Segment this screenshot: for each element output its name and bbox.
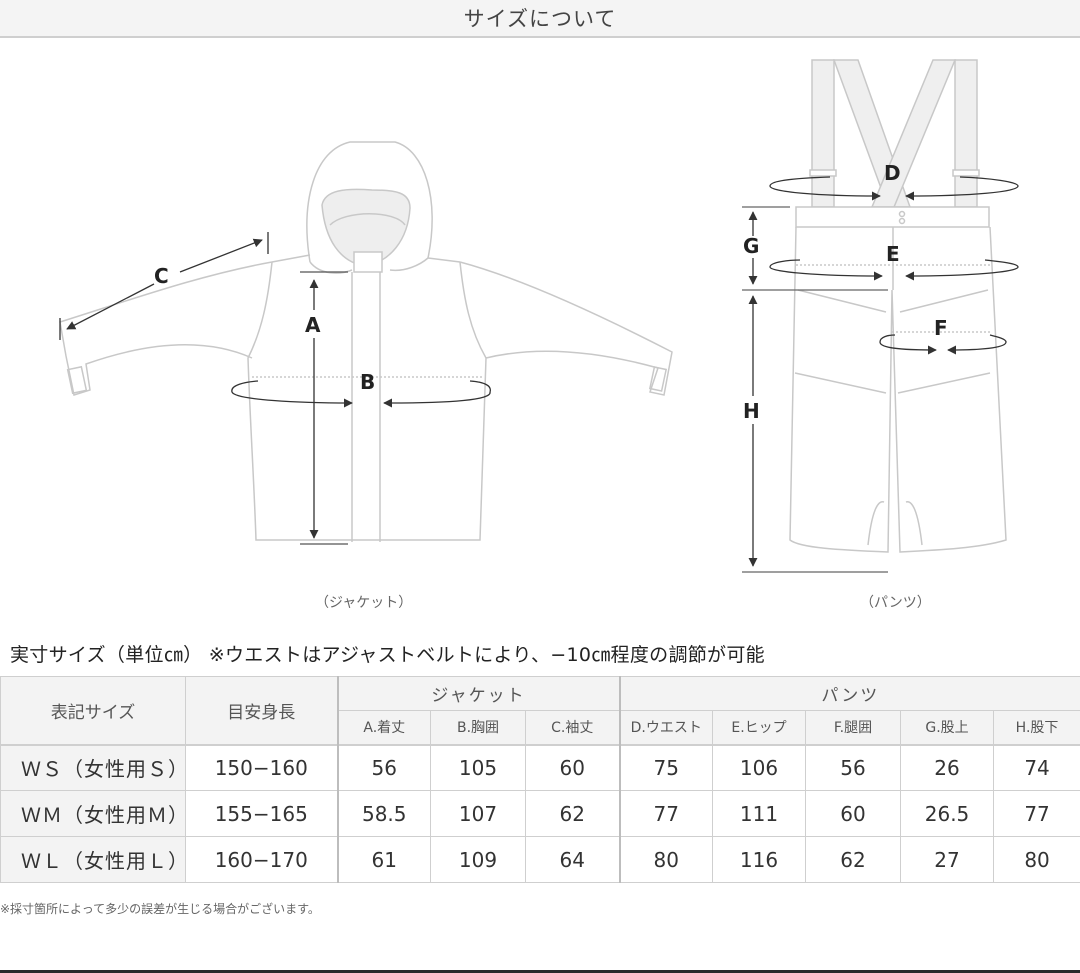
header-pants-group: パンツ [618, 676, 1080, 711]
table-row: ＷＳ（女性用Ｓ） 150−160 56 105 60 75 106 56 26 … [0, 743, 1080, 791]
header-jacket-group: ジャケット [336, 676, 621, 711]
cell-d: 77 [618, 790, 714, 837]
cell-g: 26 [900, 743, 995, 791]
header-height: 目安身長 [185, 676, 338, 745]
page-title-bar: サイズについて [0, 0, 1080, 38]
cell-h: 74 [993, 743, 1080, 791]
cell-d: 75 [618, 743, 714, 791]
pants-dimensions [742, 176, 1019, 573]
cell-g: 27 [900, 836, 995, 883]
cell-h: 80 [993, 836, 1080, 883]
cell-a: 61 [336, 836, 431, 883]
header-col-d: D.ウエスト [618, 710, 714, 745]
cell-b: 105 [430, 743, 526, 791]
size-table: 表記サイズ 目安身長 ジャケット パンツ A.着丈 B.胸囲 C.袖丈 D.ウエ… [0, 676, 1080, 883]
page-title: サイズについて [463, 7, 617, 31]
cell-c: 60 [524, 743, 621, 791]
header-col-g: G.股上 [900, 710, 995, 745]
header-col-h: H.股下 [993, 710, 1080, 745]
cell-b: 109 [430, 836, 526, 883]
row-size: ＷＳ（女性用Ｓ） [0, 743, 188, 791]
cell-c: 64 [524, 836, 621, 883]
cell-d: 80 [618, 836, 714, 883]
label-d: D [884, 161, 901, 185]
cell-c: 62 [524, 790, 621, 837]
header-col-c: C.袖丈 [524, 710, 621, 745]
header-col-a: A.着丈 [336, 710, 431, 745]
header-col-e: E.ヒップ [712, 710, 807, 745]
label-c: C [154, 264, 169, 288]
cell-b: 107 [430, 790, 526, 837]
cell-a: 58.5 [336, 790, 431, 837]
footnote: ※採寸箇所によって多少の誤差が生じる場合がございます。 [0, 902, 320, 916]
pants-caption: （パンツ） [860, 595, 931, 611]
label-h: H [743, 399, 760, 423]
row-height: 160−170 [185, 836, 338, 883]
row-size: ＷＬ（女性用Ｌ） [0, 836, 188, 883]
row-height: 150−160 [185, 743, 338, 791]
cell-g: 26.5 [900, 790, 995, 837]
cell-e: 106 [712, 743, 807, 791]
size-illustration: C A B [0, 40, 1080, 630]
cell-h: 77 [993, 790, 1080, 837]
label-g: G [743, 234, 759, 258]
cell-f: 56 [805, 743, 902, 791]
table-row: ＷＭ（女性用Ｍ） 155−165 58.5 107 62 77 111 60 2… [0, 790, 1080, 837]
label-e: E [886, 242, 900, 266]
row-height: 155−165 [185, 790, 338, 837]
jacket-drawing [59, 141, 673, 542]
header-size-label: 表記サイズ [0, 676, 186, 745]
cell-e: 116 [712, 836, 807, 883]
cell-a: 56 [336, 743, 431, 791]
jacket-dimensions [59, 232, 491, 545]
row-size: ＷＭ（女性用Ｍ） [0, 790, 188, 837]
label-a: A [305, 313, 321, 337]
cell-e: 111 [712, 790, 807, 837]
cell-f: 60 [805, 790, 902, 837]
table-row: ＷＬ（女性用Ｌ） 160−170 61 109 64 80 116 62 27 … [0, 836, 1080, 883]
label-b: B [360, 370, 375, 394]
table-note: 実寸サイズ（単位㎝） ※ウエストはアジャストベルトにより、−10㎝程度の調節が可… [10, 644, 765, 666]
label-f: F [934, 316, 948, 340]
bottom-divider [0, 970, 1080, 973]
pants-drawing [789, 59, 1007, 553]
cell-f: 62 [805, 836, 902, 883]
jacket-caption: （ジャケット） [315, 595, 413, 611]
header-col-b: B.胸囲 [430, 710, 526, 745]
garment-diagram: C A B [59, 59, 1019, 573]
header-col-f: F.腿囲 [805, 710, 902, 745]
